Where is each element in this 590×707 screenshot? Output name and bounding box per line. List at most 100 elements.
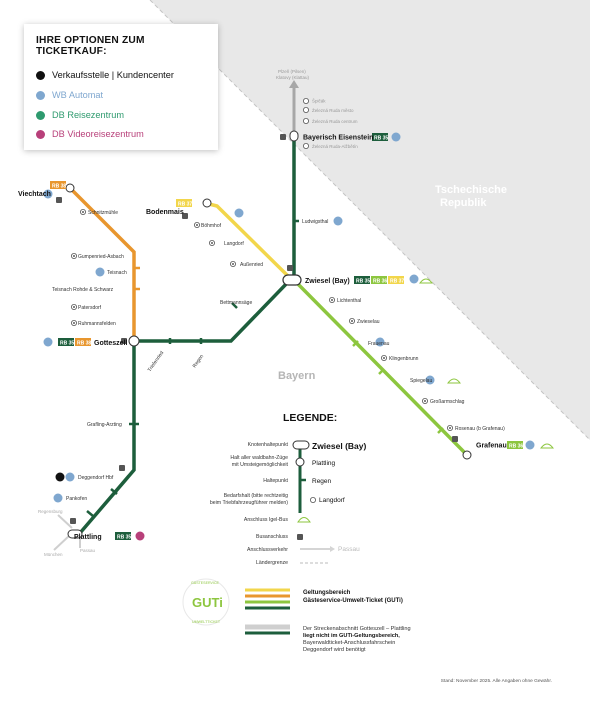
svg-text:Langdorf: Langdorf (224, 241, 244, 247)
legend-knoten-example: Zwiesel (Bay) (312, 441, 366, 451)
ticket-options-title: IHRE OPTIONEN ZUM TICKETKAUF: (36, 35, 145, 57)
czech-label: Tschechische (435, 184, 507, 196)
halt-ticks-green (352, 340, 444, 434)
svg-text:Gumpenried-Asbach: Gumpenried-Asbach (78, 254, 124, 260)
svg-text:RB 37: RB 37 (390, 279, 404, 285)
svg-text:Gotteszell: Gotteszell (94, 340, 128, 347)
guti-line-swatches (245, 588, 290, 635)
videoreisezentrum-marker (135, 531, 145, 541)
svg-text:Lichtenthal: Lichtenthal (337, 298, 361, 304)
svg-text:Bedarfshalt (bitte rechtzeitig: Bedarfshalt (bitte rechtzeitig (224, 493, 288, 499)
svg-text:Grafling-Arzting: Grafling-Arzting (87, 422, 122, 428)
bus-icons (56, 134, 458, 524)
svg-text:Bodenmais: Bodenmais (146, 209, 184, 216)
legend-bedarf-example: Langdorf (319, 497, 345, 504)
svg-text:RB 38: RB 38 (52, 184, 66, 190)
svg-text:Regen: Regen (192, 353, 205, 369)
svg-text:Pankofen: Pankofen (66, 496, 87, 502)
legend-anschluss-example: Passau (338, 546, 360, 553)
guti-note-1: Der Streckenabschnitt Gotteszell – Platt… (303, 626, 411, 632)
green-dot-icon (36, 110, 45, 120)
knoten-zwiesel (282, 274, 302, 286)
svg-text:Grafenau: Grafenau (476, 443, 507, 450)
option-wb-automat: WB Automat (36, 90, 103, 100)
svg-text:Špičák: Špičák (312, 98, 326, 104)
svg-text:RB 35: RB 35 (60, 341, 74, 347)
svg-text:Klatovy (Klattau): Klatovy (Klattau) (276, 75, 310, 80)
svg-text:Zwiesel (Bay): Zwiesel (Bay) (305, 278, 350, 285)
svg-text:RB 38: RB 38 (77, 341, 91, 347)
svg-text:Ruhmannsfelden: Ruhmannsfelden (78, 321, 116, 327)
svg-text:Anschluss Igel-Bus: Anschluss Igel-Bus (244, 517, 289, 523)
station-pill-viechtach (65, 183, 75, 193)
svg-text:Busanschluss: Busanschluss (256, 534, 288, 540)
station-pill-gotteszell (128, 335, 140, 347)
legend-bus-icon (297, 534, 303, 540)
svg-text:Haltepunkt: Haltepunkt (263, 478, 288, 484)
station-pill-grafenau (462, 450, 472, 460)
legend-title: LEGENDE: (283, 412, 337, 424)
bavaria-label: Bayern (278, 370, 316, 382)
option-verkaufsstelle: Verkaufsstelle | Kundencenter (36, 70, 174, 80)
svg-text:RB 35: RB 35 (117, 535, 131, 541)
svg-text:Klingenbrunn: Klingenbrunn (389, 356, 419, 362)
guti-logo-ring-top: GÄSTESERVICE (191, 581, 219, 585)
svg-text:Ländergrenze: Ländergrenze (256, 560, 288, 566)
svg-text:Viechtach: Viechtach (18, 191, 51, 198)
svg-text:Halt aller waldbahn-Züge: Halt aller waldbahn-Züge (230, 455, 288, 461)
country-border (149, 0, 590, 441)
svg-text:Rosenau (b Grafenau): Rosenau (b Grafenau) (455, 426, 505, 432)
svg-text:Železná Ruda město: Železná Ruda město (312, 106, 354, 113)
bedarf-markers (71, 98, 453, 431)
svg-text:Großarmschlag: Großarmschlag (430, 399, 465, 405)
magenta-dot-icon (36, 129, 45, 139)
svg-text:RB 35: RB 35 (374, 136, 388, 142)
connection-labels: Regensburg München Passau (38, 509, 96, 557)
legend-halt-example: Regen (312, 478, 332, 485)
guti-note-2: liegt nicht im GUTi-Geltungsbereich, (303, 633, 400, 639)
svg-text:Plzeň (Pilsen): Plzeň (Pilsen) (278, 69, 306, 74)
legend-anschluss-arrow (330, 546, 335, 552)
igel-bus-icons (418, 278, 555, 449)
guti-logo-text: GUTi (192, 595, 223, 610)
legend-knoten-symbol (292, 440, 310, 450)
svg-text:Passau: Passau (80, 548, 96, 553)
svg-text:mit Umsteigemöglichkeit: mit Umsteigemöglichkeit (232, 462, 289, 468)
station-pill-plattling (67, 529, 83, 539)
arrow-plzen (289, 80, 299, 88)
guti-title-1: Geltungsbereich (303, 590, 351, 596)
line-grafenau (292, 278, 469, 457)
svg-text:Železná Ruda centrum: Železná Ruda centrum (312, 117, 358, 124)
svg-text:Železná Ruda-Alžbětín: Železná Ruda-Alžbětín (312, 142, 358, 149)
svg-text:Knotenhaltepunkt: Knotenhaltepunkt (248, 442, 289, 448)
verkaufsstelle-marker (55, 472, 65, 482)
guti-title-2: Gästeservice-Umwelt-Ticket (GUTi) (303, 598, 403, 604)
svg-text:Patersdorf: Patersdorf (78, 305, 102, 311)
line-gotteszell-plattling (78, 341, 136, 535)
guti-logo-ring (182, 578, 230, 626)
czech-station-labels: Plzeň (Pilsen) Klatovy (Klattau) Špičák … (276, 69, 358, 149)
svg-text:RB 36: RB 36 (509, 444, 523, 450)
footer-note: Stand: November 2025. Alle Angaben ohne … (441, 678, 552, 684)
svg-text:RB 37: RB 37 (178, 202, 192, 208)
svg-text:Teisnach Rohde & Schwarz: Teisnach Rohde & Schwarz (52, 287, 114, 293)
halt-ticks-orange (134, 266, 140, 291)
blue-dot-icon (36, 90, 45, 100)
svg-text:Plattling: Plattling (74, 534, 102, 541)
black-dot-icon (36, 70, 45, 80)
svg-text:Teisnach: Teisnach (107, 270, 127, 276)
station-pill-eisenstein (289, 130, 299, 142)
svg-text:Außenried: Außenried (240, 262, 263, 268)
svg-text:Regensburg: Regensburg (38, 509, 63, 514)
svg-text:beim Triebfahrzeugführer melde: beim Triebfahrzeugführer melden) (210, 500, 288, 506)
connection-regensburg (57, 514, 73, 529)
line-viechtach (68, 186, 136, 341)
svg-text:Anschlussverkehr: Anschlussverkehr (247, 547, 288, 553)
legend-igelbus-icon (297, 517, 311, 523)
svg-text:Spiegelau: Spiegelau (410, 378, 432, 384)
major-station-labels: Bayerisch Eisenstein Viechtach Bodenmais… (18, 135, 507, 542)
line-badges: RB 35 RB 38 RB 37 RB 35 RB 36 RB 37 RB 3… (50, 133, 523, 541)
svg-text:München: München (44, 552, 63, 557)
svg-text:Bayerisch Eisenstein: Bayerisch Eisenstein (303, 135, 373, 142)
bedarf-marker-x (72, 210, 452, 430)
